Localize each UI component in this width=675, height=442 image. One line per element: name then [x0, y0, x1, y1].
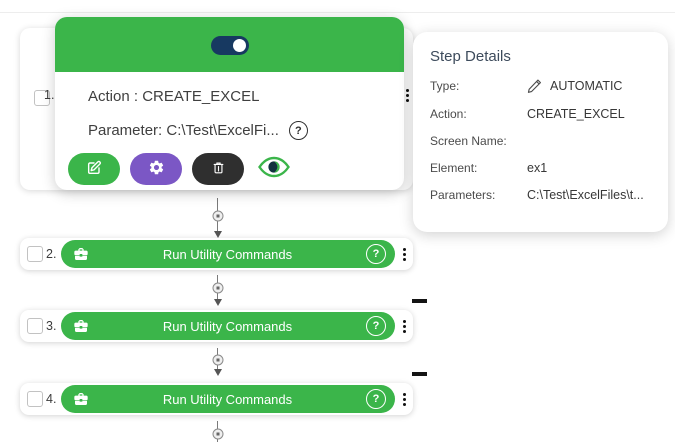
step-action-label: Run Utility Commands — [89, 247, 366, 262]
toolbox-icon — [73, 246, 89, 262]
collapse-dash[interactable] — [412, 299, 427, 303]
step-menu-dots[interactable] — [399, 320, 409, 333]
toggle-knob — [233, 39, 246, 52]
help-icon[interactable]: ? — [366, 316, 386, 336]
step-action-label: Run Utility Commands — [89, 319, 366, 334]
help-icon[interactable]: ? — [366, 244, 386, 264]
step-enabled-toggle[interactable] — [211, 36, 249, 55]
step-checkbox[interactable] — [27, 318, 43, 334]
field-parameters: Parameters: C:\Test\ExcelFiles\t... — [430, 188, 651, 202]
field-action: Action: CREATE_EXCEL — [430, 107, 651, 121]
field-label: Action: — [430, 107, 527, 121]
field-label: Type: — [430, 79, 527, 93]
step-card-3: 3. Run Utility Commands ? — [20, 310, 413, 342]
flow-connector — [211, 348, 224, 376]
flow-connector — [211, 275, 224, 306]
help-icon[interactable]: ? — [289, 121, 308, 140]
field-label: Element: — [430, 161, 527, 175]
trash-icon — [211, 160, 226, 178]
step-checkbox[interactable] — [27, 246, 43, 262]
popup-header — [55, 17, 404, 72]
step-action-button[interactable]: Run Utility Commands ? — [61, 312, 395, 340]
step-card-2: 2. Run Utility Commands ? — [20, 238, 413, 270]
field-value: ex1 — [527, 161, 547, 175]
preview-button[interactable] — [257, 155, 291, 184]
step-action-button[interactable]: Run Utility Commands ? — [61, 240, 395, 268]
step-number: 1. — [44, 88, 54, 102]
help-icon[interactable]: ? — [366, 389, 386, 409]
toolbox-icon — [73, 391, 89, 407]
step-details-panel: Step Details Type: AUTOMATIC Action: CRE… — [413, 32, 668, 232]
step-number: 2. — [46, 247, 61, 261]
flow-connector — [211, 198, 224, 238]
settings-button[interactable] — [130, 153, 182, 185]
field-type: Type: AUTOMATIC — [430, 78, 651, 94]
pencil-icon[interactable] — [527, 78, 543, 94]
step-checkbox[interactable] — [27, 391, 43, 407]
step-number: 4. — [46, 392, 61, 406]
eye-icon — [257, 155, 291, 184]
field-label: Screen Name: — [430, 134, 527, 148]
delete-button[interactable] — [192, 153, 244, 185]
field-label: Parameters: — [430, 188, 527, 202]
action-text: Action : CREATE_EXCEL — [88, 88, 404, 105]
step-number: 3. — [46, 319, 61, 333]
field-element: Element: ex1 — [430, 161, 651, 175]
flow-connector — [211, 421, 224, 442]
field-value: C:\Test\ExcelFiles\t... — [527, 188, 644, 202]
step-action-label: Run Utility Commands — [89, 392, 366, 407]
parameter-text: Parameter: C:\Test\ExcelFi... — [88, 122, 279, 139]
step-card-4: 4. Run Utility Commands ? — [20, 383, 413, 415]
top-divider — [0, 12, 675, 13]
step-action-popup: Action : CREATE_EXCEL Parameter: C:\Test… — [55, 17, 404, 190]
step-menu-dots[interactable] — [399, 393, 409, 406]
edit-button[interactable] — [68, 153, 120, 185]
field-screen-name: Screen Name: — [430, 134, 651, 148]
panel-title: Step Details — [430, 48, 651, 65]
toolbox-icon — [73, 318, 89, 334]
collapse-dash[interactable] — [412, 372, 427, 376]
field-value: CREATE_EXCEL — [527, 107, 625, 121]
step-menu-dots[interactable] — [399, 248, 409, 261]
gear-icon — [148, 159, 165, 179]
edit-icon — [86, 160, 102, 179]
field-value: AUTOMATIC — [550, 79, 622, 93]
step-action-button[interactable]: Run Utility Commands ? — [61, 385, 395, 413]
